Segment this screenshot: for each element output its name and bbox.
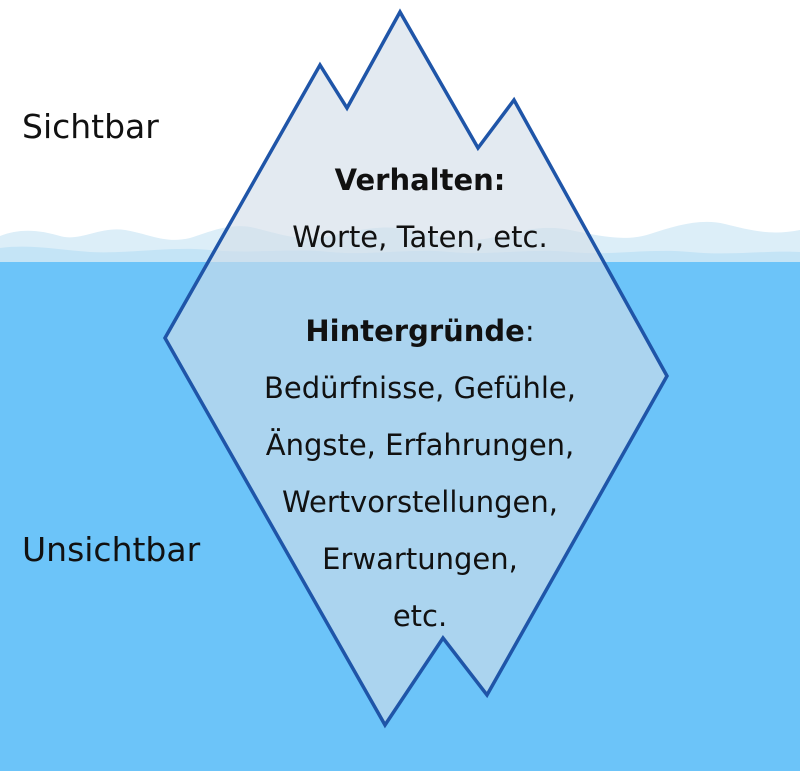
background-heading-colon: : (525, 314, 535, 348)
hidden-part-line: Bedürfnisse, Gefühle, (180, 360, 660, 417)
hidden-part-line: etc. (180, 588, 660, 645)
visible-part-heading: Verhalten: (180, 152, 660, 209)
hidden-part-line: Ängste, Erfahrungen, (180, 417, 660, 474)
hidden-part-text: Hintergründe: Bedürfnisse, Gefühle, Ängs… (180, 303, 660, 645)
hidden-part-line: Wertvorstellungen, (180, 474, 660, 531)
hidden-part-heading: Hintergründe: (180, 303, 660, 360)
invisible-zone-label: Unsichtbar (22, 530, 200, 569)
visible-part-line: Worte, Taten, etc. (180, 209, 660, 266)
hidden-part-line: Erwartungen, (180, 531, 660, 588)
visible-part-text: Verhalten: Worte, Taten, etc. (180, 152, 660, 266)
background-heading: Hintergründe (305, 314, 524, 348)
behavior-heading: Verhalten: (335, 163, 506, 197)
visible-zone-label: Sichtbar (22, 107, 159, 146)
